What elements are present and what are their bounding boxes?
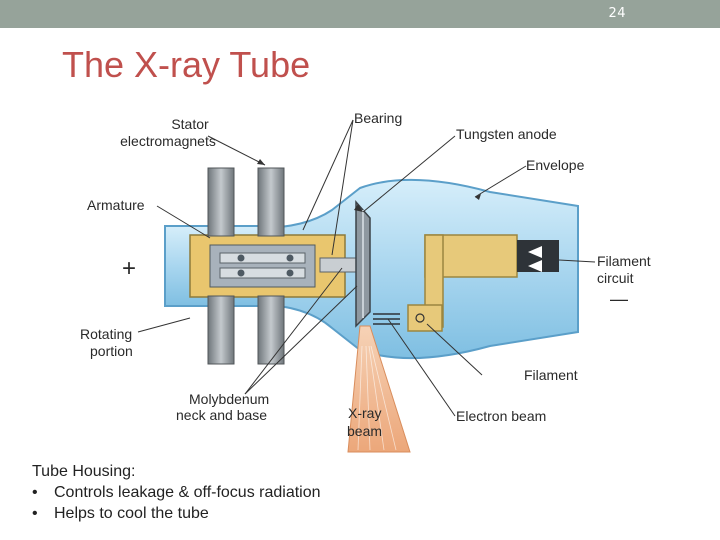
label-stator: electromagnets (120, 133, 216, 149)
label-molybdenum: neck and base (176, 407, 267, 423)
label-rotating-portion: portion (90, 343, 133, 359)
label-xray-beam: X-ray (348, 405, 381, 421)
bearing-ball (287, 270, 294, 277)
housing-heading: Tube Housing: (32, 461, 321, 482)
label-tungsten-anode: Tungsten anode (456, 126, 557, 142)
bearing-ball (238, 255, 245, 262)
label-filament-circuit: Filament (597, 253, 651, 269)
housing-bullet-list: Controls leakage & off-focus radiation H… (32, 482, 321, 524)
label-filament: Filament (524, 367, 578, 383)
label-rotating-portion: Rotating (80, 326, 132, 342)
tube-housing-notes: Tube Housing: Controls leakage & off-foc… (32, 461, 321, 524)
label-armature: Armature (87, 197, 145, 213)
slide-title: The X-ray Tube (62, 44, 310, 86)
stator-electromagnet (258, 168, 284, 236)
focusing-cup (408, 305, 442, 331)
rotor-inner (210, 245, 315, 287)
top-bar: 24 (0, 0, 720, 28)
stator-electromagnet (208, 296, 234, 364)
label-electron-beam: Electron beam (456, 408, 546, 424)
label-minus: — (610, 289, 628, 309)
label-filament-circuit: circuit (597, 270, 634, 286)
bearing-ball (238, 270, 245, 277)
stator-electromagnet (208, 168, 234, 236)
bearing-ball (287, 255, 294, 262)
label-stator: Stator (171, 116, 209, 132)
xray-tube-diagram: Stator electromagnets Bearing Tungsten a… (70, 100, 670, 460)
label-molybdenum: Molybdenum (189, 391, 269, 407)
label-xray-beam: beam (347, 423, 382, 439)
stator-electromagnet (258, 296, 284, 364)
housing-bullet: Helps to cool the tube (32, 503, 321, 524)
label-plus: + (122, 255, 136, 282)
label-bearing: Bearing (354, 110, 402, 126)
slide-number: 24 (608, 6, 626, 21)
housing-bullet: Controls leakage & off-focus radiation (32, 482, 321, 503)
label-envelope: Envelope (526, 157, 585, 173)
